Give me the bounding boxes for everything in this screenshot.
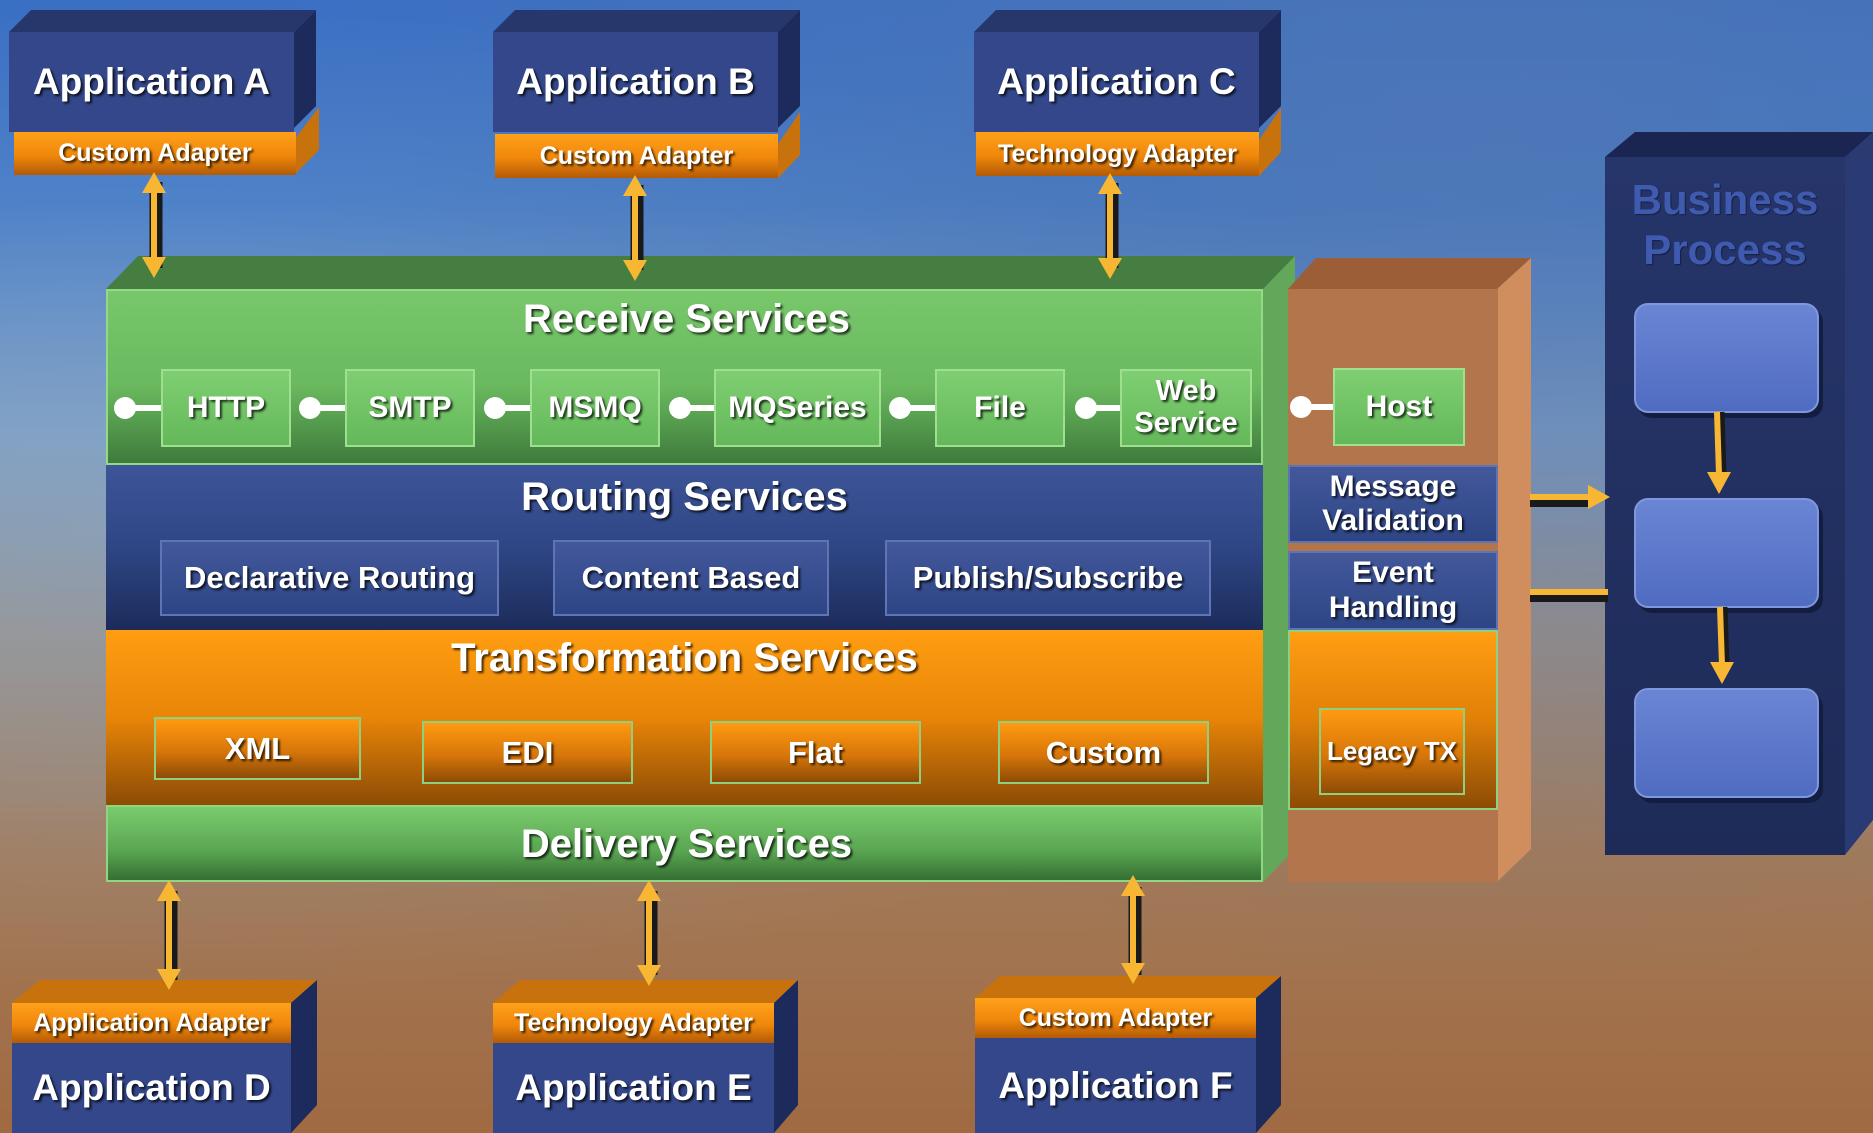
connector-line: [315, 405, 347, 411]
format-custom: Custom: [998, 721, 1209, 784]
legacy-tx-box: Legacy TX: [1319, 708, 1465, 795]
arrow-app-e: [637, 880, 661, 986]
protocol-msmq: MSMQ: [530, 369, 660, 447]
delivery-services-title: Delivery Services: [520, 822, 853, 866]
event-handling-box: Event Handling: [1288, 551, 1498, 630]
application-a: Application A: [9, 32, 294, 132]
routing-content-based: Content Based: [553, 540, 829, 616]
application-d: Application D: [12, 1043, 291, 1133]
delivery-services-section: Delivery Services: [106, 805, 1263, 882]
connector-line: [130, 405, 162, 411]
connector-line: [685, 405, 717, 411]
format-edi: EDI: [422, 721, 633, 784]
process-step: [1634, 498, 1819, 608]
format-flat: Flat: [710, 721, 921, 784]
connector-dot: [889, 397, 911, 419]
process-step: [1634, 303, 1819, 413]
arrow-app-c: [1098, 173, 1122, 279]
business-process-title: Business Process: [1631, 176, 1819, 274]
application-b: Application B: [493, 32, 778, 132]
application-d-adapter: Application Adapter: [12, 1003, 291, 1043]
application-f-adapter: Custom Adapter: [975, 998, 1256, 1038]
transformation-services-title: Transformation Services: [451, 636, 918, 680]
protocol-mqseries: MQSeries: [714, 369, 881, 447]
arrow-app-b: [623, 175, 647, 281]
arrow-app-d: [157, 880, 181, 990]
receive-services-section: Receive Services: [106, 289, 1263, 465]
arrow-app-a: [142, 172, 166, 278]
arrow-app-f: [1121, 875, 1145, 984]
connector-line: [1306, 404, 1336, 410]
application-e: Application E: [493, 1043, 774, 1133]
application-f: Application F: [975, 1038, 1256, 1133]
routing-services-title: Routing Services: [521, 475, 848, 519]
protocol-smtp: SMTP: [345, 369, 475, 447]
format-xml: XML: [154, 717, 361, 780]
connector-line: [500, 405, 532, 411]
connector-dot: [114, 397, 136, 419]
routing-publish-subscribe: Publish/Subscribe: [885, 540, 1211, 616]
arrow-validation-to-process: [1530, 485, 1610, 509]
connector-dot: [1075, 397, 1097, 419]
connector-dot: [299, 397, 321, 419]
protocol-file: File: [935, 369, 1065, 447]
routing-declarative: Declarative Routing: [160, 540, 499, 616]
receive-services-title: Receive Services: [523, 297, 850, 341]
connector-line: [905, 405, 937, 411]
application-a-adapter: Custom Adapter: [14, 132, 296, 175]
connector-dot: [1290, 396, 1312, 418]
process-flow-arrow-2: [1710, 606, 1734, 684]
process-flow-arrow-1: [1707, 411, 1731, 494]
application-c-adapter: Technology Adapter: [976, 132, 1259, 176]
connector-dot: [669, 397, 691, 419]
protocol-http: HTTP: [161, 369, 291, 447]
connector-event-to-process: [1530, 589, 1608, 602]
host-box: Host: [1333, 368, 1465, 446]
connector-dot: [484, 397, 506, 419]
connector-line: [1091, 405, 1123, 411]
message-validation-box: Message Validation: [1288, 465, 1498, 543]
application-b-adapter: Custom Adapter: [495, 134, 778, 178]
application-c: Application C: [974, 32, 1259, 132]
process-step: [1634, 688, 1819, 798]
application-e-adapter: Technology Adapter: [493, 1003, 774, 1043]
protocol-web-service: Web Service: [1120, 369, 1252, 447]
